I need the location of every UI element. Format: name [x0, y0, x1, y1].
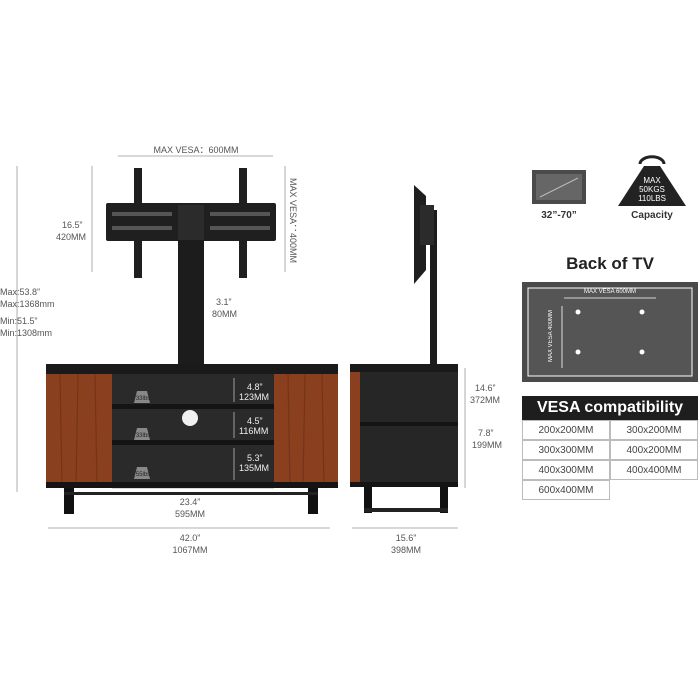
adjust-mm: 80MM [212, 309, 238, 319]
weight1-label: 33lbs [135, 396, 151, 402]
vesa-cell: 400x200MM [610, 440, 698, 460]
max-height-in: Max:53.8” [0, 287, 41, 297]
shelf3-mm: 135MM [239, 463, 270, 473]
vesa-cell: 300x200MM [610, 420, 698, 440]
vesa-cell: 400x300MM [522, 460, 610, 480]
shelf2-mm: 116MM [239, 426, 269, 436]
weight-icon [638, 155, 666, 165]
min-height-in: Min:51.5” [0, 316, 38, 326]
mount-pole [178, 240, 204, 364]
capacity-line3: 110LBS [638, 194, 666, 203]
side-lower-mm: 199MM [472, 440, 503, 450]
vesa-cell: 200x200MM [522, 420, 610, 440]
total-width-mm: 1067MM [172, 545, 208, 555]
total-width-in: 42.0” [179, 533, 201, 543]
vesa-cell: 300x300MM [522, 440, 610, 460]
max-vesa-side-label: MAX VESA：400MM [288, 178, 298, 264]
back-vesa-h: MAX VESA 600MM [583, 289, 637, 295]
right-door [274, 374, 338, 486]
side-upper-mm: 372MM [470, 395, 501, 405]
vesa-cell: 400x400MM [610, 460, 698, 480]
depth-mm: 398MM [390, 545, 421, 555]
side-lower-in: 7.8” [478, 428, 494, 438]
vesa-header-bg [522, 396, 698, 420]
capacity-line1: MAX [643, 176, 661, 185]
back-of-tv-title: Back of TV [566, 254, 654, 273]
weight3-label: 55lbs [135, 472, 151, 478]
vesa-cell: 600x400MM [522, 480, 610, 500]
capacity-label: Capacity [631, 210, 673, 221]
vesa-compat-title: VESA compatibility [536, 399, 684, 416]
bracket-height-in: 16.5” [62, 220, 83, 230]
inner-width-mm: 595MM [174, 509, 205, 519]
shelf2-in: 4.5” [247, 416, 263, 426]
screen-size-label: 32”-70” [541, 210, 577, 221]
shelf1-mm: 123MM [239, 392, 270, 402]
max-vesa-top-label: MAX VESA：600MM [153, 145, 239, 155]
shelf1-in: 4.8” [247, 382, 263, 392]
capacity-line2: 50KGS [639, 185, 665, 194]
shelf3-in: 5.3” [247, 453, 263, 463]
depth-in: 15.6” [395, 533, 417, 543]
inner-width-in: 23.4” [179, 497, 201, 507]
side-upper-in: 14.6” [475, 383, 496, 393]
left-door [46, 374, 112, 486]
max-height-mm: Max:1368mm [0, 299, 55, 309]
bracket-height-mm: 420MM [56, 232, 87, 242]
tv-mount-bracket [106, 168, 276, 278]
back-vesa-v: MAX VESA 400MM [548, 309, 554, 363]
adjust-in: 3.1” [216, 297, 232, 307]
weight2-label: 33lbs [135, 433, 151, 439]
min-height-mm: Min:1308mm [0, 328, 53, 338]
side-view [350, 185, 458, 513]
